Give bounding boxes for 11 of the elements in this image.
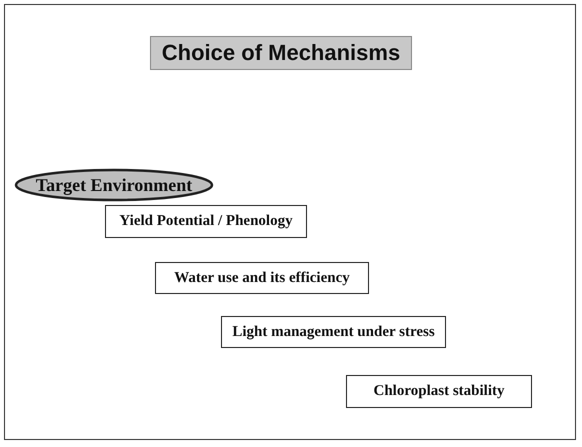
node-label: Target Environment <box>36 174 192 196</box>
process-box <box>346 375 532 408</box>
ellipse-node <box>14 168 214 202</box>
node-label: Light management under stress <box>232 324 435 340</box>
node-label: Chloroplast stability <box>374 383 504 400</box>
process-box <box>155 262 369 294</box>
process-box <box>105 205 307 238</box>
node-label: Yield Potential / Phenology <box>119 213 293 230</box>
slide-title: Choice of Mechanisms <box>150 36 412 70</box>
node-label: Water use and its efficiency <box>174 270 350 286</box>
process-box <box>221 316 446 348</box>
